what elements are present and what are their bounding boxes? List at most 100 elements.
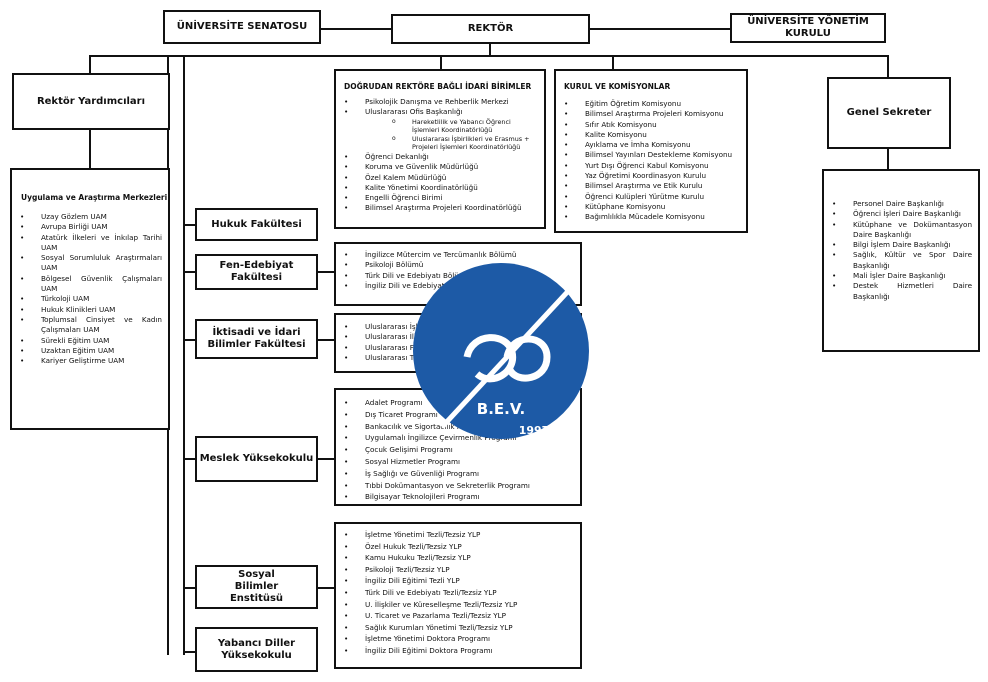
logo-text: B.E.V. [477, 400, 525, 418]
secretary-drop [887, 55, 889, 77]
econ-faculty-label: İktisadi ve İdari Bilimler Fakültesi [207, 327, 306, 350]
law-faculty-label: Hukuk Fakültesi [211, 218, 302, 230]
councils-title: KURUL VE KOMİSYONLAR [564, 82, 671, 91]
logo-year: 1997 [519, 424, 550, 437]
list-item: İngiliz Dili Eğitimi Tezli YLP [336, 575, 580, 587]
secretary-to-units [887, 149, 889, 169]
spine-to-law [183, 224, 195, 226]
list-item: Bilgi İşlem Daire Başkanlığı [824, 240, 978, 251]
list-item: İngiliz Dili ve Edebiyatı Bölümü [336, 281, 580, 292]
list-item: Sağlık, Kültür ve Spor Daire Başkanlığı [824, 250, 978, 271]
social-programs-box: İşletme Yönetimi Tezli/Tezsiz YLP Özel H… [334, 522, 582, 669]
list-item: Engelli Öğrenci Birimi [336, 193, 544, 204]
secretary-units-box: Personel Daire Başkanlığı Öğrenci İşleri… [822, 169, 980, 352]
vice-rectors-label: Rektör Yardımcıları [36, 95, 146, 107]
list-item: Kalite Yönetimi Koordinatörlüğü [336, 183, 544, 194]
social-programs-list: İşletme Yönetimi Tezli/Tezsiz YLP Özel H… [336, 529, 580, 657]
law-faculty-box: Hukuk Fakültesi [195, 208, 318, 241]
arts-to-depts [318, 271, 334, 273]
list-item: Kalite Komisyonu [556, 130, 746, 141]
councils-box: KURUL VE KOMİSYONLAR Eğitim Öğretim Komi… [554, 69, 748, 233]
list-item: Personel Daire Başkanlığı [824, 199, 978, 210]
spine-to-econ [183, 339, 195, 341]
vocational-box: Meslek Yüksekokulu [195, 436, 318, 482]
list-item: İngilizce Mütercim ve Tercümanlık Bölümü [336, 250, 580, 261]
spine-to-social [183, 587, 195, 589]
list-item: Sosyal Sorumluluk Araştırmaları UAM [12, 253, 168, 274]
rector-box: REKTÖR [391, 14, 590, 44]
list-item: Bölgesel Güvenlik Çalışmaları UAM [12, 274, 168, 295]
main-horizontal-line [89, 55, 889, 57]
list-item: Kamu Hukuku Tezli/Tezsiz YLP [336, 552, 580, 564]
list-item: U. İlişkiler ve Küreselleşme Tezli/Tezsi… [336, 599, 580, 611]
list-item: Uluslararası İşbirlikleri ve Erasmus + P… [336, 135, 544, 152]
list-item: Öğrenci İşleri Daire Başkanlığı [824, 209, 978, 220]
list-item: İş Sağlığı ve Güvenliği Programı [336, 468, 580, 480]
left-spine-b [183, 55, 185, 655]
senate-box: ÜNİVERSİTE SENATOSU [163, 10, 321, 44]
spine-to-arts [183, 271, 195, 273]
list-item: Sürekli Eğitim UAM [12, 336, 168, 347]
econ-to-depts [318, 339, 334, 341]
research-centers-title: Uygulama ve Araştırma Merkezleri [21, 193, 168, 202]
list-item: İşletme Yönetimi Tezli/Tezsiz YLP [336, 529, 580, 541]
list-item: Bankacılık ve Sigortacılık Programı [336, 421, 580, 433]
list-item: Yurt Dışı Öğrenci Kabul Komisyonu [556, 161, 746, 172]
list-item: Özel Hukuk Tezli/Tezsiz YLP [336, 541, 580, 553]
list-item: Öğrenci Dekanlığı [336, 152, 544, 163]
social-institute-label: Sosyal Bilimler Enstitüsü [229, 569, 284, 604]
list-item: Psikoloji Tezli/Tezsiz YLP [336, 564, 580, 576]
vice-to-centers [89, 130, 91, 168]
list-item: Türk Dili ve Edebiyatı Tezli/Tezsiz YLP [336, 587, 580, 599]
list-item: Uluslararası Ofis Başkanlığı [336, 107, 544, 118]
list-item: Bilimsel Araştırma Projeleri Komisyonu [556, 109, 746, 120]
list-item: Türk Dili ve Edebiyatı Bölümü [336, 271, 580, 282]
social-institute-box: Sosyal Bilimler Enstitüsü [195, 565, 318, 609]
research-centers-box: Uygulama ve Araştırma Merkezleri Uzay Gö… [10, 168, 170, 430]
arts-faculty-box: Fen-Edebiyat Fakültesi [195, 254, 318, 290]
list-item: Sıfır Atık Komisyonu [556, 120, 746, 131]
list-item: Bağımlılıkla Mücadele Komisyonu [556, 212, 746, 223]
admin-units-list: Psikolojik Danışma ve Rehberlik Merkezi … [336, 97, 544, 214]
list-item: Hareketlilik ve Yabancı Öğrenci İşlemler… [336, 118, 544, 135]
rector-down-line [489, 44, 491, 56]
vocational-label: Meslek Yüksekokulu [199, 453, 314, 464]
list-item: Bilgisayar Teknolojileri Programı [336, 491, 580, 503]
list-item: Sosyal Hizmetler Programı [336, 456, 580, 468]
list-item: Toplumsal Cinsiyet ve Kadın Çalışmaları … [12, 315, 168, 336]
vice-rectors-box: Rektör Yardımcıları [12, 73, 170, 130]
list-item: Öğrenci Kulüpleri Yürütme Kurulu [556, 192, 746, 203]
councils-list: Eğitim Öğretim Komisyonu Bilimsel Araştı… [556, 99, 746, 223]
spine-to-vocational [183, 458, 195, 460]
rector-label: REKTÖR [467, 23, 514, 34]
list-item: Çocuk Gelişimi Programı [336, 444, 580, 456]
board-box: ÜNİVERSİTE YÖNETİM KURULU [730, 13, 886, 43]
bev-logo-watermark: B.E.V. 1997 [413, 263, 589, 439]
list-item: İngiliz Dili Eğitimi Doktora Programı [336, 645, 580, 657]
list-item: Kütüphane Komisyonu [556, 202, 746, 213]
list-item: Psikoloji Bölümü [336, 260, 580, 271]
list-item: Kütüphane ve Dokümantasyon Daire Başkanl… [824, 220, 978, 241]
list-item: Psikolojik Danışma ve Rehberlik Merkezi [336, 97, 544, 108]
list-item: Sağlık Kurumları Yönetimi Tezli/Tezsiz Y… [336, 622, 580, 634]
list-item: Koruma ve Güvenlik Müdürlüğü [336, 162, 544, 173]
secretary-units-list: Personel Daire Başkanlığı Öğrenci İşleri… [824, 199, 978, 302]
econ-faculty-box: İktisadi ve İdari Bilimler Fakültesi [195, 319, 318, 359]
research-centers-list: Uzay Gözlem UAM Avrupa Birliği UAM Atatü… [12, 212, 168, 367]
languages-school-label: Yabancı Diller Yüksekokulu [217, 637, 296, 661]
list-item: Eğitim Öğretim Komisyonu [556, 99, 746, 110]
senate-label: ÜNİVERSİTE SENATOSU [176, 21, 308, 32]
list-item: U. Ticaret ve Pazarlama Tezli/Tezsiz YLP [336, 610, 580, 622]
list-item: Tıbbi Dokümantasyon ve Sekreterlik Progr… [336, 480, 580, 492]
secretary-label: Genel Sekreter [846, 107, 932, 118]
list-item: Bilimsel Araştırma ve Etik Kurulu [556, 181, 746, 192]
logo-stroke-c [503, 335, 551, 382]
vocational-programs-list: Adalet Programı Dış Ticaret Programı Ban… [336, 397, 580, 503]
logo-circle [413, 263, 589, 439]
list-item: Türkoloji UAM [12, 294, 168, 305]
board-label: ÜNİVERSİTE YÖNETİM KURULU [747, 16, 869, 39]
list-item: Ayıklama ve İmha Komisyonu [556, 140, 746, 151]
admin-units-title: DOĞRUDAN REKTÖRE BAĞLI İDARİ BİRİMLER [344, 82, 532, 91]
list-item: İşletme Yönetimi Doktora Programı [336, 633, 580, 645]
list-item: Bilimsel Yayınları Destekleme Komisyonu [556, 150, 746, 161]
